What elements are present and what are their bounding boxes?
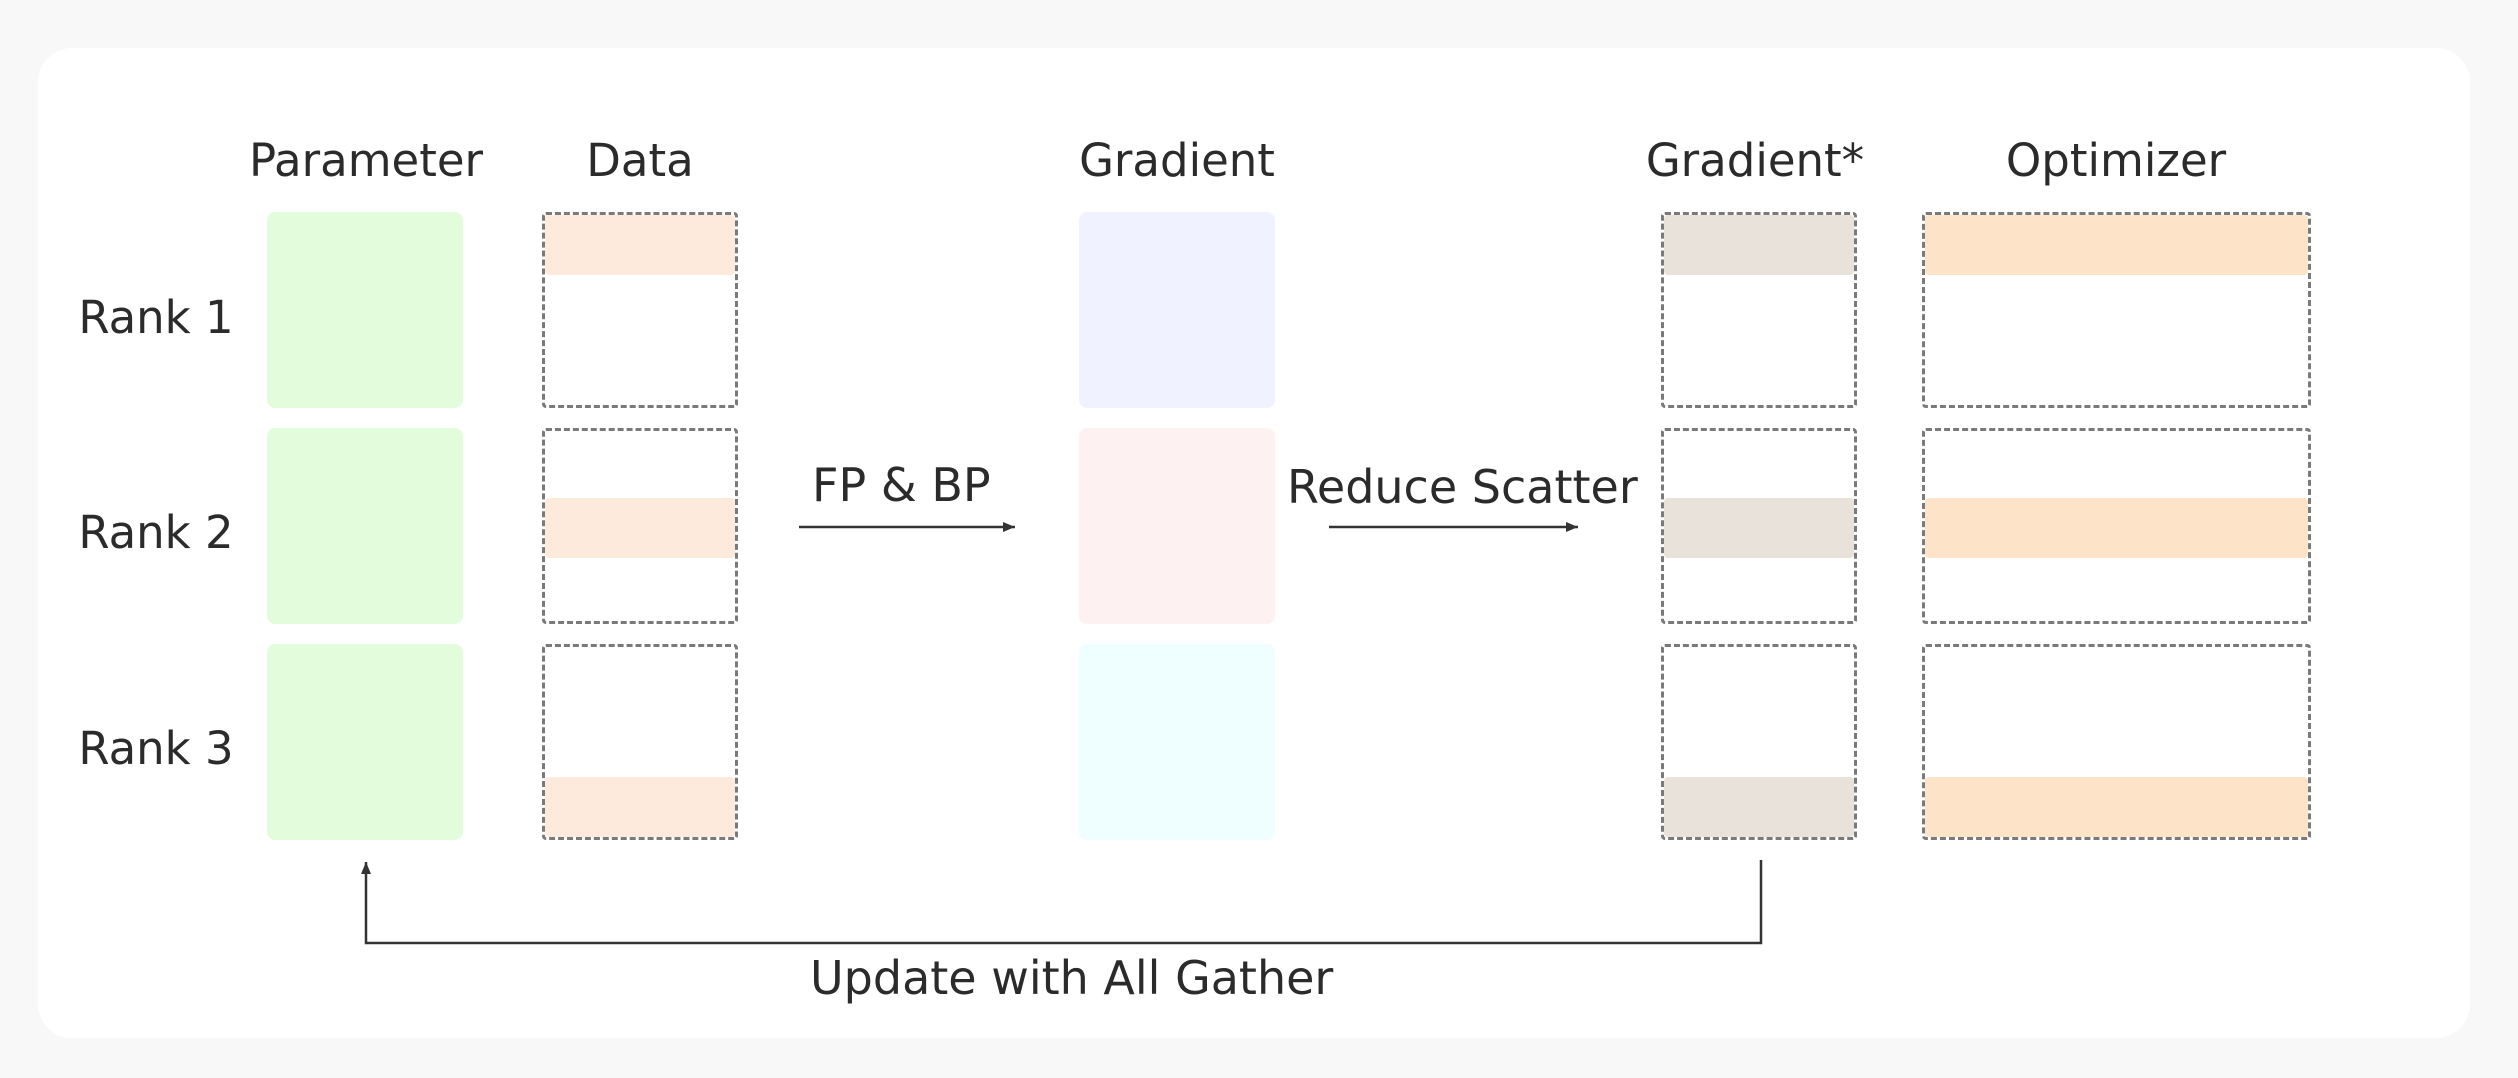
data-block-rank-1	[542, 212, 738, 408]
gradient-star-block-rank-3	[1661, 644, 1857, 840]
rank-label-2: Rank 2	[78, 506, 234, 559]
rank-label-1: Rank 1	[78, 291, 234, 344]
column-title-data: Data	[586, 134, 694, 187]
data-block-rank-3	[542, 644, 738, 840]
gradient-shard-stripe	[1664, 777, 1854, 837]
optimizer-shard-stripe	[1925, 215, 2308, 275]
reduce-scatter-label: Reduce Scatter	[1287, 460, 1638, 514]
optimizer-block-rank-1	[1922, 212, 2311, 408]
optimizer-shard-stripe	[1925, 498, 2308, 558]
optimizer-shard-stripe	[1925, 777, 2308, 837]
gradient-shard-stripe	[1664, 215, 1854, 275]
fp-bp-label: FP & BP	[812, 458, 991, 512]
parameter-block-rank-2	[267, 428, 463, 624]
parameter-block-rank-3	[267, 644, 463, 840]
data-shard-stripe	[545, 215, 735, 275]
gradient-star-block-rank-1	[1661, 212, 1857, 408]
update-all-gather-label: Update with All Gather	[810, 951, 1334, 1005]
optimizer-block-rank-2	[1922, 428, 2311, 624]
gradient-shard-stripe	[1664, 498, 1854, 558]
gradient-block-rank-2	[1079, 428, 1275, 624]
column-title-gradient: Gradient	[1079, 134, 1275, 187]
update-all-gather-arrow	[361, 860, 1763, 945]
rank-label-3: Rank 3	[78, 722, 234, 775]
column-title-parameter: Parameter	[248, 134, 484, 187]
column-title-gradient-star: Gradient*	[1645, 134, 1865, 187]
column-title-optimizer: Optimizer	[2005, 134, 2227, 187]
gradient-block-rank-3	[1079, 644, 1275, 840]
gradient-star-block-rank-2	[1661, 428, 1857, 624]
parameter-block-rank-1	[267, 212, 463, 408]
gradient-block-rank-1	[1079, 212, 1275, 408]
data-block-rank-2	[542, 428, 738, 624]
data-shard-stripe	[545, 777, 735, 837]
optimizer-block-rank-3	[1922, 644, 2311, 840]
data-shard-stripe	[545, 498, 735, 558]
